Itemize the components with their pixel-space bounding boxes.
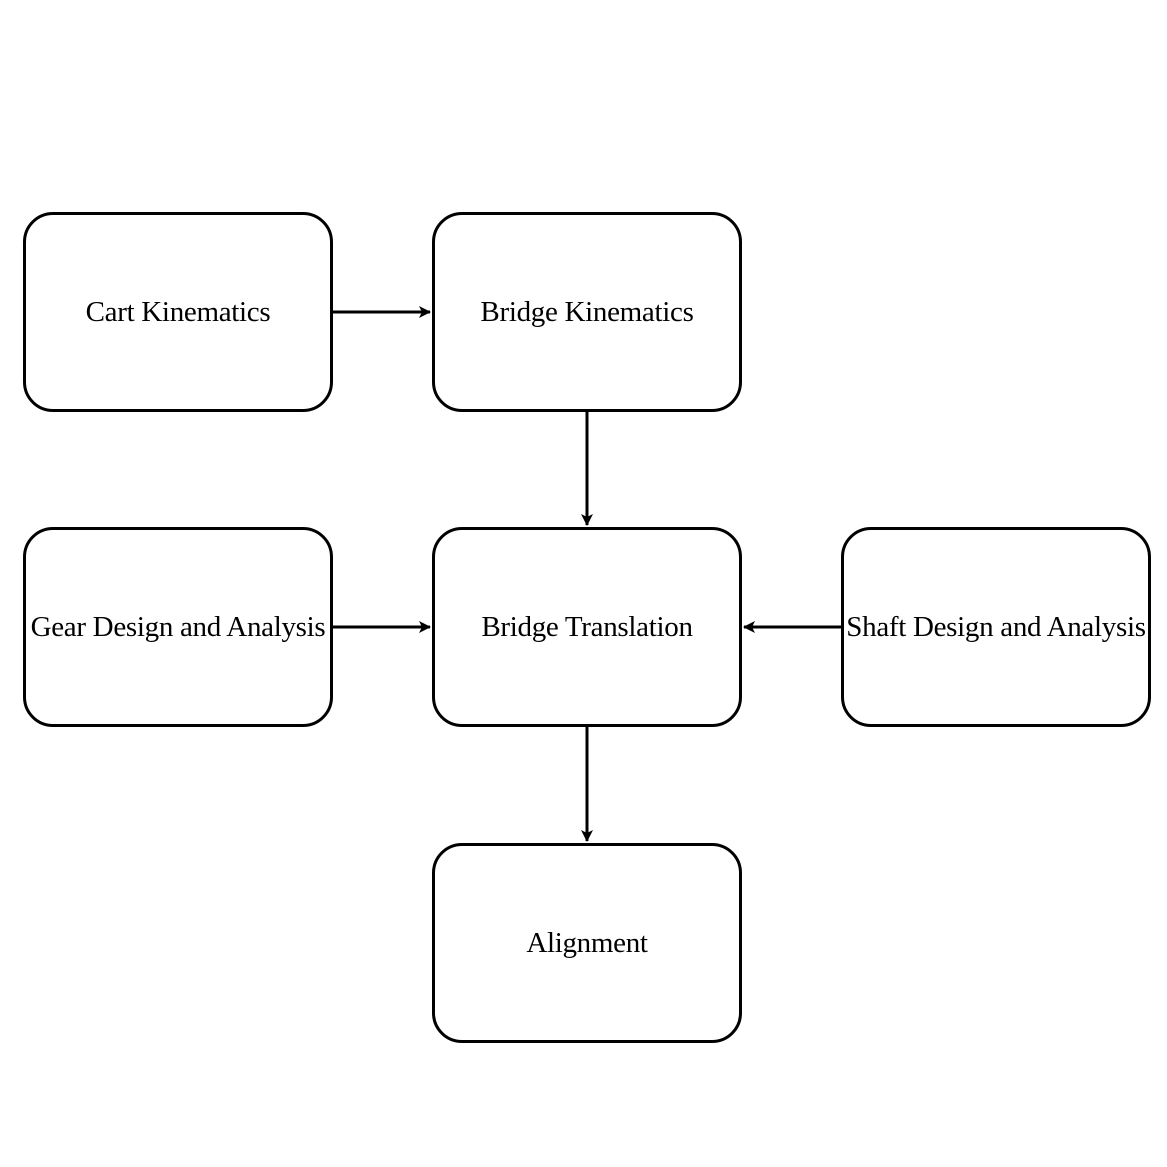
- node-label: Shaft Design and Analysis: [846, 610, 1146, 643]
- node-bridge-translation: Bridge Translation: [432, 527, 742, 727]
- node-shaft-design-and-analysis: Shaft Design and Analysis: [841, 527, 1151, 727]
- node-bridge-kinematics: Bridge Kinematics: [432, 212, 742, 412]
- node-cart-kinematics: Cart Kinematics: [23, 212, 333, 412]
- node-label: Gear Design and Analysis: [30, 610, 326, 643]
- node-alignment: Alignment: [432, 843, 742, 1043]
- node-label: Cart Kinematics: [85, 295, 271, 328]
- node-gear-design-and-analysis: Gear Design and Analysis: [23, 527, 333, 727]
- node-label: Bridge Kinematics: [480, 295, 694, 328]
- node-label: Alignment: [526, 926, 648, 959]
- node-label: Bridge Translation: [481, 610, 693, 643]
